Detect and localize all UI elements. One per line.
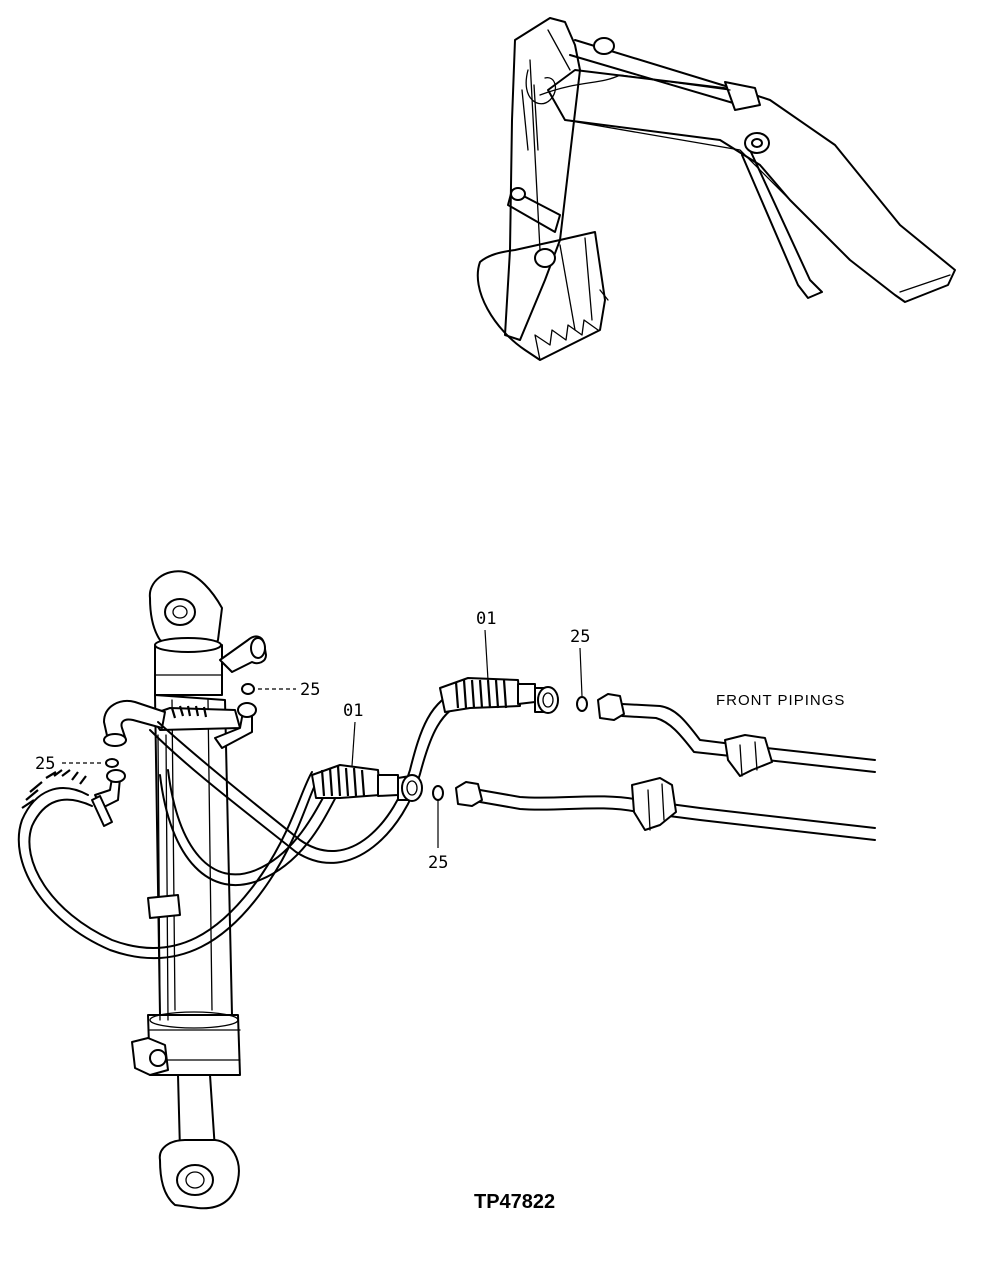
oring-top-right: [576, 696, 588, 712]
front-piping-upper: [597, 693, 876, 777]
drawing-number: TP47822: [474, 1191, 555, 1213]
elbow-fitting-lower-left: [91, 769, 126, 827]
hose-end-upper: [439, 677, 559, 714]
hose-upper-loop: [149, 689, 469, 864]
callout-hose-b: 01: [343, 701, 363, 721]
elbow-fitting-left: [103, 700, 166, 747]
elbow-fitting-top: [219, 635, 267, 673]
front-piping-lower: [455, 777, 876, 841]
oring-lower-right: [432, 785, 444, 801]
hose-center-cross: [159, 769, 341, 886]
callout-hose-a: 01: [476, 609, 496, 629]
oring-cylinder-upper: [241, 683, 255, 695]
hydraulic-cylinder: [131, 570, 241, 1210]
callout-oring-top: 25: [570, 627, 590, 647]
callout-oring-cyl-upper: 25: [300, 680, 320, 700]
oring-cylinder-left: [105, 758, 119, 768]
elbow-fitting-right: [214, 702, 257, 749]
callout-oring-cyl-left: 25: [35, 754, 55, 774]
hose-end-lower: [311, 764, 423, 802]
front-pipings-caption: FRONT PIPINGS: [716, 692, 845, 709]
excavator-boom-arm-inset: [476, 17, 956, 361]
callout-oring-bottom: 25: [428, 853, 448, 873]
